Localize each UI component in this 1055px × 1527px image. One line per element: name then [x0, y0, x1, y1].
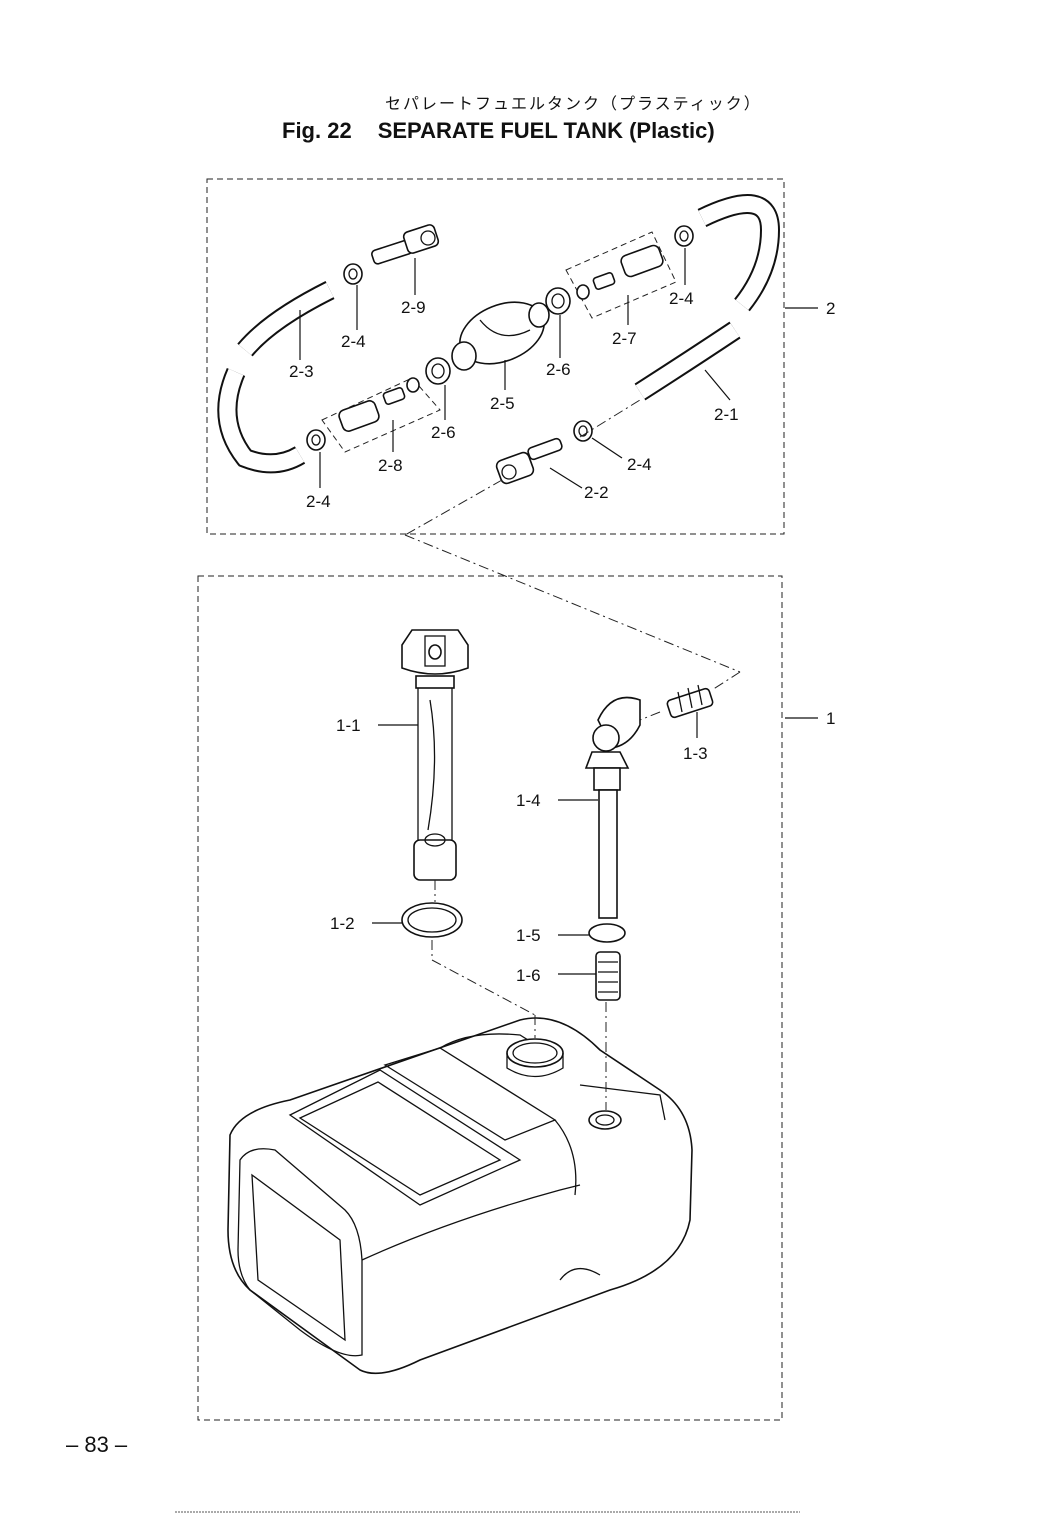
label-2-9: 2-9 — [401, 298, 426, 317]
label-2-1: 2-1 — [714, 405, 739, 424]
japanese-title: セパレートフュエルタンク（プラスティック） — [385, 94, 762, 113]
fuel-tank — [227, 1017, 693, 1375]
figure-title-text: SEPARATE FUEL TANK (Plastic) — [377, 118, 715, 143]
assembly-line-d — [579, 399, 641, 438]
label-2: 2 — [826, 299, 835, 318]
fuel-gauge-1-1 — [401, 629, 469, 881]
label-2-4-b: 2-4 — [669, 289, 694, 308]
assembly-line-a — [404, 479, 503, 536]
label-1-1: 1-1 — [336, 716, 361, 735]
figure-number: Fig. 22 — [282, 118, 352, 143]
hose-2-3 — [217, 281, 335, 474]
page-number: – 83 – — [66, 1432, 128, 1457]
leader-2-2 — [549, 467, 583, 489]
label-1-2: 1-2 — [330, 914, 355, 933]
assembly-line-j — [639, 711, 661, 721]
hose-assembly-boundary — [206, 178, 785, 535]
o-ring-1-2 — [401, 902, 463, 938]
label-2-4-d: 2-4 — [306, 492, 331, 511]
clamp-2-4-d — [306, 429, 326, 451]
o-ring-1-5 — [588, 923, 626, 943]
label-1-4: 1-4 — [516, 791, 541, 810]
check-valve-2-8 — [321, 377, 441, 453]
label-2-3: 2-3 — [289, 362, 314, 381]
assembly-line-b — [404, 534, 741, 673]
label-1-6: 1-6 — [516, 966, 541, 985]
connector-2-2 — [495, 437, 563, 485]
label-1: 1 — [826, 709, 835, 728]
leader-2-1 — [704, 369, 731, 401]
label-2-7: 2-7 — [612, 329, 637, 348]
clamp-2-4-c — [573, 420, 593, 442]
joint-1-3 — [666, 684, 714, 719]
clamp-2-4-a — [343, 263, 363, 285]
hose-2-1 — [634, 194, 781, 401]
primer-bulb-2-5 — [451, 301, 550, 371]
assembly-line-c — [711, 671, 741, 691]
check-valve-2-7 — [565, 231, 677, 319]
figure-title: Fig. 22 SEPARATE FUEL TANK (Plastic) — [282, 118, 715, 144]
label-2-6-a: 2-6 — [546, 360, 571, 379]
valve-cap-2-6-a — [545, 287, 571, 315]
label-2-4-a: 2-4 — [341, 332, 366, 351]
label-2-4-c: 2-4 — [627, 455, 652, 474]
label-1-3: 1-3 — [683, 744, 708, 763]
pickup-pipe-1-4 — [584, 696, 641, 919]
connector-2-9 — [371, 224, 440, 265]
clamp-2-4-b — [674, 225, 694, 247]
valve-cap-2-6-b — [425, 357, 451, 385]
label-2-8: 2-8 — [378, 456, 403, 475]
label-2-6-b: 2-6 — [431, 423, 456, 442]
label-2-2: 2-2 — [584, 483, 609, 502]
label-1-5: 1-5 — [516, 926, 541, 945]
filter-1-6 — [595, 951, 621, 1001]
leader-2-4-c — [591, 437, 623, 459]
label-2-5: 2-5 — [490, 394, 515, 413]
tank-assembly-boundary — [197, 575, 783, 1421]
